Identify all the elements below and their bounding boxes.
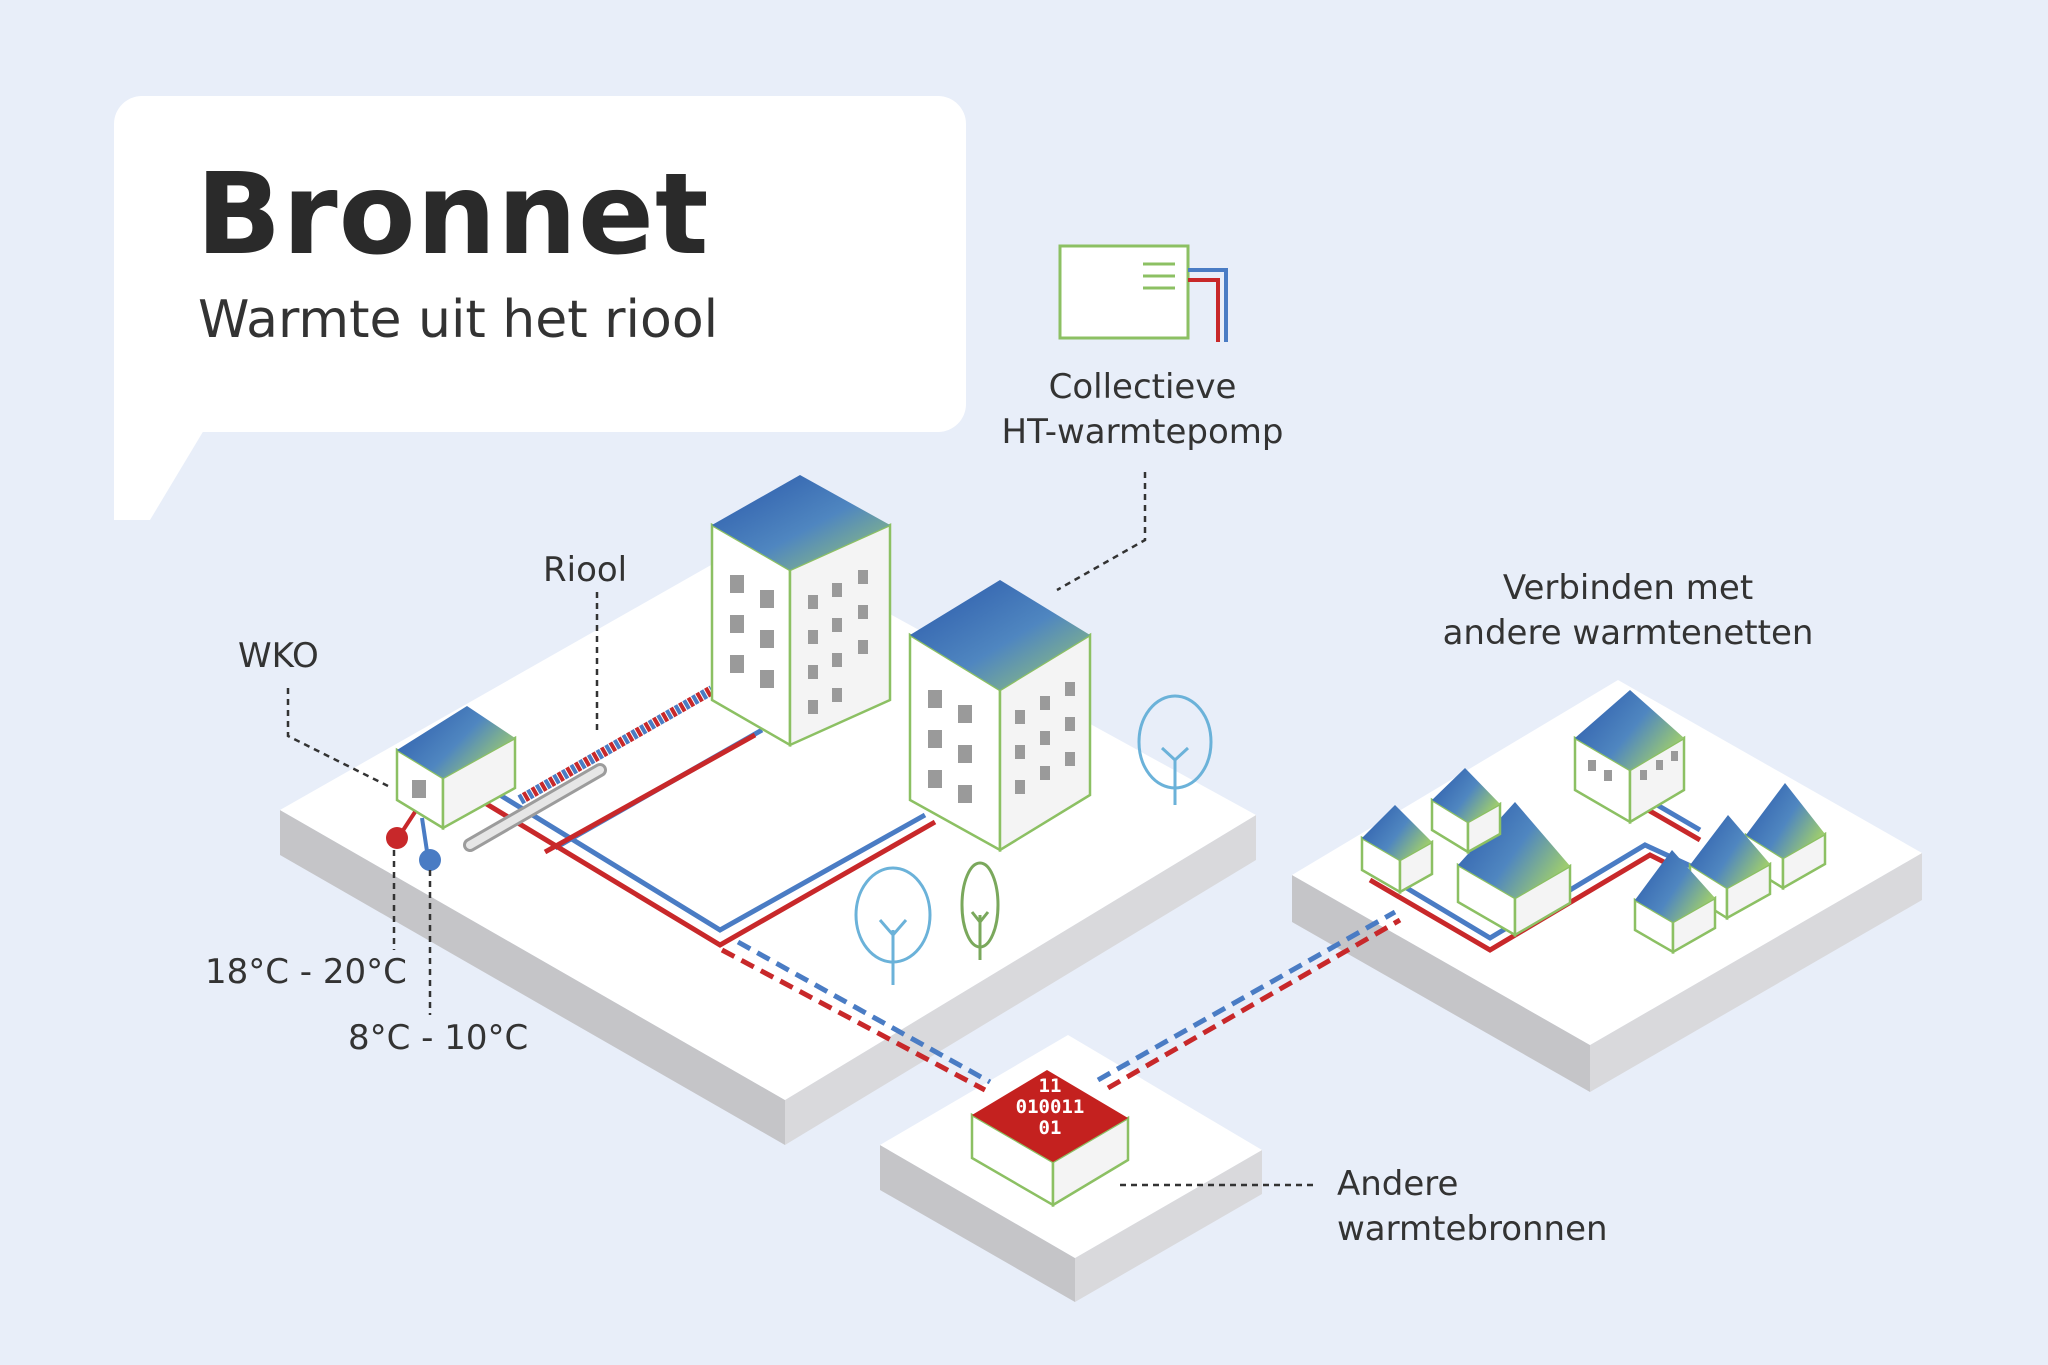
wko-unit — [386, 706, 517, 871]
label-riool: Riool — [543, 550, 628, 590]
label-heat-pump: Collectieve HT-warmtepomp — [1001, 367, 1284, 452]
label-other-sources: Andere warmtebronnen — [1337, 1164, 1608, 1249]
tree-icon — [960, 861, 1000, 960]
warm-valve-icon — [386, 827, 408, 849]
leader-lines — [286, 472, 1318, 1187]
label-temp-cold: 8°C - 10°C — [348, 1018, 529, 1058]
district-pipes — [478, 727, 1702, 1093]
main-platform — [280, 540, 1256, 1145]
cold-valve-icon — [419, 849, 441, 871]
label-wko: WKO — [238, 636, 319, 676]
neighbourhood-buildings — [1360, 690, 1827, 955]
source-binary-code: 11 010011 01 — [1015, 1075, 1085, 1139]
apartment-building-front — [908, 580, 1092, 853]
heat-pump-icon — [1058, 244, 1228, 342]
label-temp-warm: 18°C - 20°C — [205, 952, 407, 992]
sewer-pipe — [463, 685, 715, 852]
label-connect-networks: Verbinden met andere warmtenetten — [1442, 568, 1814, 653]
neighbourhood-platform — [1292, 680, 1922, 1092]
page-title: Bronnet — [196, 150, 710, 280]
title-card — [114, 96, 966, 520]
tree-icon — [854, 694, 1213, 985]
apartment-building-back — [710, 475, 892, 748]
heat-source-building — [970, 1070, 1130, 1208]
page-subtitle: Warmte uit het riool — [198, 290, 719, 350]
